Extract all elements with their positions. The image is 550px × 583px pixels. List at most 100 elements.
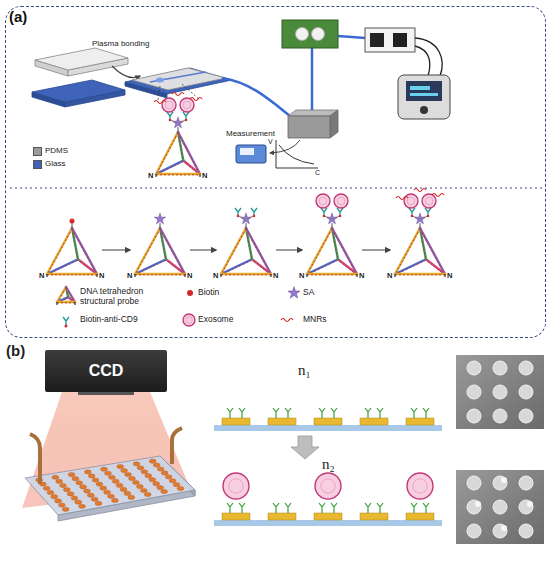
anchor (306, 274, 307, 277)
nanodisk (51, 495, 58, 499)
tubing (338, 36, 365, 38)
nanodisk (116, 483, 123, 487)
nanodisk (84, 489, 91, 493)
substrate (214, 520, 442, 526)
nanodisk-image (467, 476, 481, 490)
dna-strand (47, 273, 97, 275)
axis-label: C (315, 169, 320, 177)
dna-strand (178, 132, 200, 174)
dna-strand-helix (156, 174, 200, 175)
chip-pdms (132, 68, 226, 90)
dna-strand-helix (160, 229, 185, 275)
nanodisk (117, 464, 124, 468)
axis-label: V (268, 138, 273, 146)
sensor-electrode (312, 28, 325, 41)
streptavidin-star (240, 213, 251, 224)
dna-strand (420, 228, 445, 274)
connector-block (393, 33, 407, 47)
dna-strand-helix (221, 274, 271, 275)
dna-strand-helix (246, 229, 271, 275)
node-title: (a) (9, 8, 27, 25)
terminal-label: N (202, 172, 207, 180)
nanodisk (72, 477, 79, 481)
nanodisk (104, 490, 111, 494)
bound-exosome (527, 501, 533, 507)
outlet-tube (172, 428, 182, 464)
reader-display (410, 86, 430, 90)
nanodisk (95, 501, 102, 505)
nanodisk (108, 494, 115, 498)
exosome-symbol (315, 473, 341, 499)
dna-strand (246, 228, 271, 274)
exosome-symbol (316, 194, 330, 208)
streptavidin-star (326, 213, 337, 224)
nanodisk (55, 499, 62, 503)
dna-strand-helix (332, 229, 357, 275)
nanodisk (173, 483, 180, 487)
nanodisk (141, 470, 148, 474)
nanodisk (177, 486, 184, 490)
chamber-top (288, 110, 338, 116)
nanodisk-image (493, 524, 507, 538)
dna-strand-helix (47, 274, 97, 275)
step-arrow (362, 249, 390, 250)
nanodisk-image (493, 476, 507, 490)
bound-exosome (475, 501, 481, 507)
sensor-pcb (282, 20, 338, 48)
nanodisk-image (519, 361, 533, 375)
inlet-tube (30, 434, 40, 484)
nanodisk (63, 488, 70, 492)
process-arrow (270, 140, 300, 153)
terminal-label: N (387, 272, 392, 280)
gold-pad (222, 513, 250, 520)
nanodisk-image (493, 409, 507, 423)
legend-label: Exosome (198, 315, 233, 325)
nanodisk (60, 483, 67, 487)
probe-symbol (273, 408, 279, 418)
exosome-core (183, 101, 191, 109)
nanodisk (129, 476, 136, 480)
nanodisk (133, 480, 140, 484)
mnr-symbol (396, 197, 408, 200)
bound-exosome (501, 525, 507, 531)
bound-exosome (501, 477, 507, 483)
nanodisk-image (493, 385, 507, 399)
dna-strand (307, 228, 332, 274)
nanodisk (136, 484, 143, 488)
exosome-core (425, 197, 433, 205)
nanodisk (120, 487, 127, 491)
step-arrow (276, 249, 302, 250)
linker (160, 223, 161, 228)
linker (178, 127, 179, 132)
dna-strand-helix (135, 229, 160, 275)
legend-swatch (33, 147, 42, 156)
biotin-dot (185, 119, 188, 122)
dna-tetrahedron-probe (47, 219, 97, 278)
exosome-core (229, 479, 243, 493)
connector-device (365, 28, 415, 52)
mnr-symbol (414, 189, 426, 192)
exosome-symbol (180, 98, 194, 112)
sensor-surface (214, 408, 442, 431)
step-arrow (190, 249, 216, 250)
refractive-index-label: n₁ (298, 362, 311, 379)
nanodisk-image (467, 500, 481, 514)
reader-display (410, 93, 438, 96)
streptavidin-star (414, 213, 425, 224)
probe-symbol (285, 408, 291, 418)
cable (415, 38, 442, 76)
anchor (270, 274, 271, 277)
exosome-core (321, 479, 335, 493)
exosome-core (165, 101, 173, 109)
nanodisk-image (519, 409, 533, 423)
linker (332, 223, 333, 228)
terminal-label: N (127, 272, 132, 280)
dna-strand (57, 301, 75, 303)
nanodisk (149, 459, 156, 463)
anchor (96, 274, 97, 277)
legend-label: MNRs (303, 315, 327, 325)
handheld-reader (398, 75, 450, 119)
chamber-side (330, 110, 338, 138)
dna-strand (395, 228, 420, 274)
dna-strand-helix (395, 274, 445, 275)
